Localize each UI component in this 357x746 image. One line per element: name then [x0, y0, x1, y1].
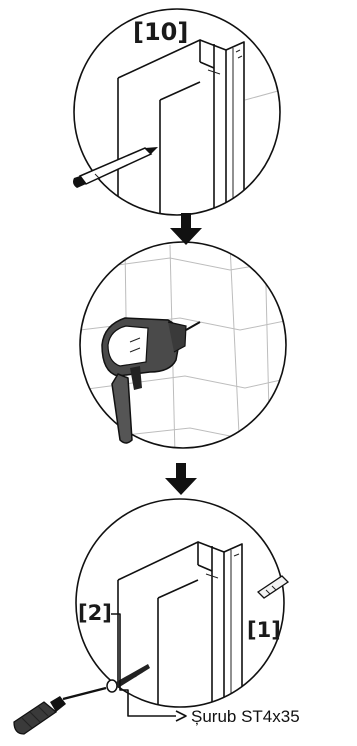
step-arrow-down [165, 463, 197, 495]
screwdriver-icon [14, 688, 106, 734]
screw-icon [107, 664, 150, 692]
callout-screw-2: [2] [78, 601, 112, 625]
pencil-icon [73, 147, 158, 188]
callout-plug-1: [1] [247, 618, 281, 642]
wall-profile [118, 40, 244, 215]
step-2-drill-holes [80, 242, 290, 455]
screw-caption: Șurub ST4x35 [191, 707, 300, 726]
wall-profile [118, 542, 242, 712]
step-arrow-down [170, 213, 202, 245]
step-1-mark-wall: [10] [73, 9, 300, 215]
step-3-fix-profile: [2] [1] Șurub ST4x35 [14, 499, 300, 734]
caption-arrow-icon [176, 711, 186, 721]
callout-profile-10: [10] [133, 18, 188, 46]
